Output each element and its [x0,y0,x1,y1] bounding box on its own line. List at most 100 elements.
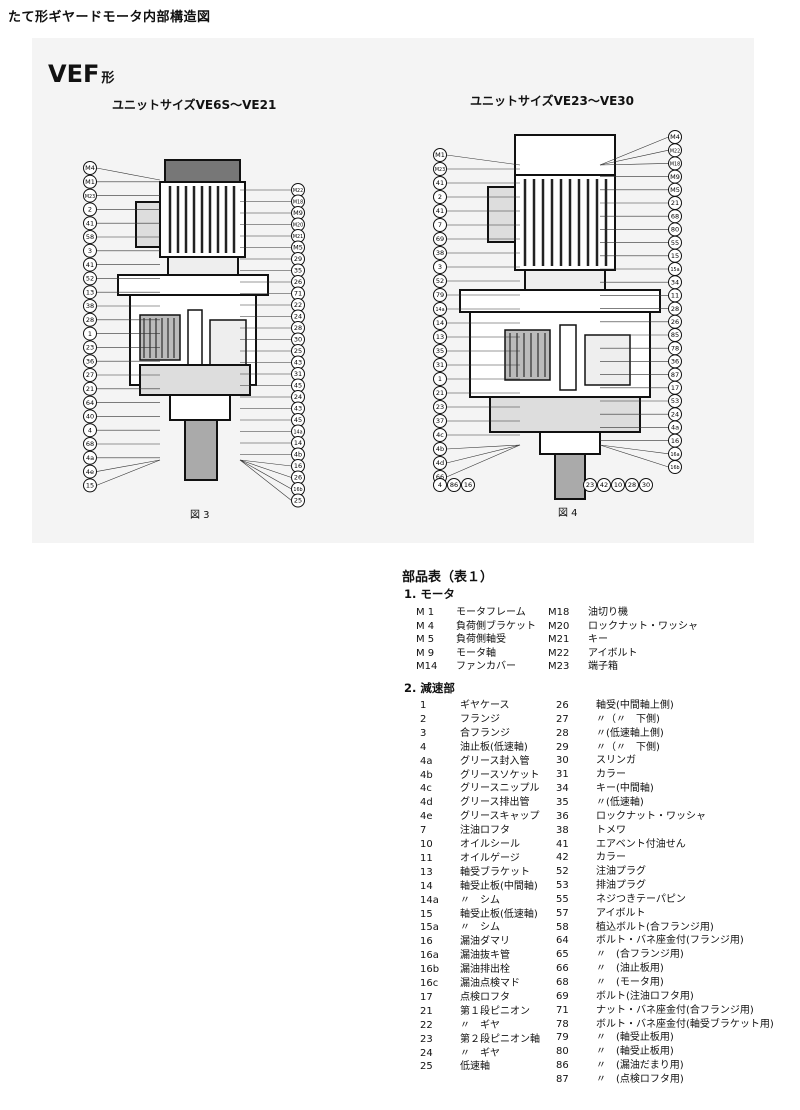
fig3-left-callout: 4e [83,459,161,479]
part-number: 10 [420,839,433,850]
fig3-right-callout: M20 [240,217,305,232]
callout-number: 69 [436,235,444,243]
fig4-right-callout: M22 [599,143,682,166]
part-name: 第２段ピニオン軸 [460,1033,540,1045]
fig3-right-callout: M22 [240,183,305,197]
part-number: 55 [556,893,569,905]
part-name: 〃 (軸受止板用) [596,1032,674,1044]
callout-number: 11 [671,292,679,300]
fig4-right-callout: 16a [599,444,682,461]
fig4-left-callout: 1 [433,372,520,386]
fig4-bottom-callout: 42 [597,478,611,492]
part-name: カラー [596,852,626,864]
part-name: 〃(低速軸上側) [596,727,664,739]
figure3-unit-label: ユニットサイズVE6S～VE21 [112,98,277,112]
fig4-left-callout: M23 [433,162,520,176]
part-number: 27 [556,713,569,725]
fig3-left-callout: 23 [83,340,160,355]
fig3-left-callout: M23 [83,188,160,203]
part-name: 負荷側軸受 [456,634,506,645]
parts-row: 66〃 (油止板用) [556,959,664,974]
figure3-cross-section: M4M1M23241583415213382812336272164404684… [83,159,305,508]
callout-number: 41 [86,261,94,269]
part-number: 1 [420,700,427,711]
part-number: 16a [420,950,439,962]
callout-number: 28 [671,305,679,313]
part-name: フランジ [460,713,500,725]
callout-number: 78 [671,344,679,352]
callout-number: M23 [85,194,95,200]
callout-number: 2 [438,193,442,201]
part-number: M23 [548,661,570,672]
part-name: 低速軸 [460,1061,490,1073]
fig3-right-callout: 31 [240,367,305,381]
parts-row: 42 カラー [556,848,626,863]
callout-number: M9 [670,173,680,181]
callout-number: 35 [436,347,444,355]
callout-number: M21 [293,234,303,240]
part-number: 86 [556,1060,569,1072]
parts-row: 87〃 (点検ロフタ用) [556,1070,684,1085]
callout-number: 85 [671,331,679,339]
part-name: 〃 (点検ロフタ用) [596,1073,684,1085]
callout-number: 24 [294,313,302,321]
part-name: グリースニップル [460,783,540,795]
fig3-left-callout: 52 [83,271,160,286]
callout-number: 38 [86,302,94,310]
fig3-right-callout: 22 [240,298,305,312]
part-name: 〃 ギヤ [460,1019,500,1031]
fig4-left-callout: 79 [433,288,520,302]
part-name: キー [588,634,608,645]
fig3-right-callout: 26 [240,275,305,289]
callout-number: M5 [293,244,303,252]
fig4-right-callout: 16b [599,444,682,474]
model-suffix: 形 [101,71,115,86]
callout-number: 23 [586,481,594,489]
callout-number: 13 [86,288,94,296]
callout-number: 37 [436,417,444,425]
part-number: 42 [556,852,569,864]
callout-number: 16 [464,481,472,489]
fig3-left-callout: 41 [83,216,160,231]
fig3-left-callout: 38 [83,299,160,313]
fig4-bottom-callout: 30 [639,478,653,492]
fig3-left-callout: 21 [83,381,160,396]
callout-number: 68 [671,212,679,220]
fig3-right-callout: 35 [240,263,305,278]
part-number: 15 [420,908,433,920]
fig4-left-callout: 35 [433,344,520,358]
callout-number: M1 [435,151,445,159]
part-number: M18 [548,607,570,618]
part-number: 16 [420,936,433,948]
callout-number: 17 [671,384,679,392]
part-number: 16c [420,978,439,989]
callout-number: 4e [86,468,94,476]
parts-row: 35〃(低速軸) [556,793,644,808]
fig3-left-callout: 41 [83,257,160,272]
fig4-bottom-callout: 16 [461,478,475,492]
part-name: 〃 (合フランジ用) [596,949,684,961]
callout-number: 14 [436,319,444,327]
parts-row: 28〃(低速軸上側) [556,724,664,739]
fig3-right-callout: 24 [240,309,305,324]
callout-number: 64 [86,399,94,407]
part-name: 注油ロフタ [460,825,510,837]
part-name: カラー [596,769,626,781]
fig3-right-callout: 28 [240,321,305,335]
callout-number: 16b [670,465,679,471]
